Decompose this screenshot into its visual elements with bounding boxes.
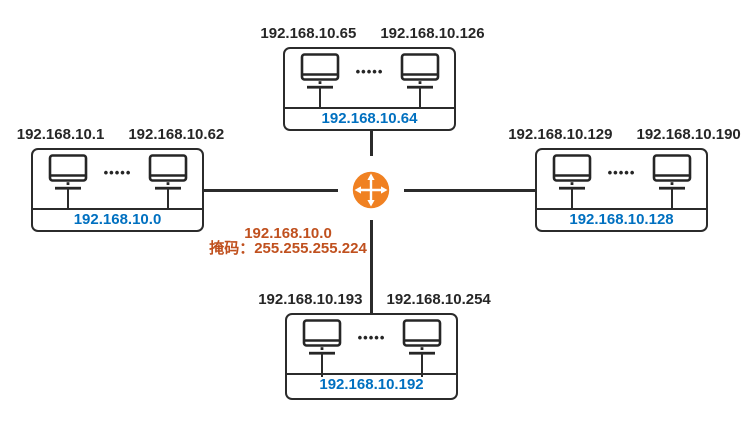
first-host-ip: 192.168.10.193 xyxy=(258,291,363,308)
subnet-box: ••••• 192.168.10.64 xyxy=(283,47,456,131)
desktop-computer-icon xyxy=(302,319,342,357)
hosts-area: ••••• xyxy=(537,150,706,208)
last-host-ip: 192.168.10.254 xyxy=(386,291,491,308)
first-host-ip: 192.168.10.129 xyxy=(508,126,613,143)
network-address-text: 192.168.10.0 xyxy=(244,225,332,242)
subnet-network-address: 192.168.10.128 xyxy=(569,211,674,228)
more-hosts-ellipsis: ••••• xyxy=(355,64,384,79)
subnet-box: ••••• 192.168.10.192 xyxy=(285,313,458,400)
router-crossed-arrows-icon xyxy=(352,171,390,209)
desktop-computer-icon xyxy=(402,319,442,357)
subnet-left: 192.168.10.1 192.168.10.62 ••••• 192.168… xyxy=(17,127,225,232)
host-cable xyxy=(420,353,423,377)
hosts-area: ••••• xyxy=(33,150,202,208)
first-host-ip: 192.168.10.1 xyxy=(16,126,105,143)
host-cable xyxy=(320,353,323,377)
desktop-computer-icon xyxy=(48,154,88,192)
desktop-computer-icon xyxy=(400,53,440,91)
link-router-to-right-subnet xyxy=(404,189,536,192)
desktop-computer-icon xyxy=(552,154,592,192)
host-cable xyxy=(570,188,573,209)
link-router-to-top-subnet xyxy=(370,129,373,156)
first-host-ip: 192.168.10.65 xyxy=(260,25,357,42)
hosts-area: ••••• xyxy=(285,49,454,107)
link-router-to-bottom-subnet xyxy=(370,220,373,313)
subnet-bottom: 192.168.10.193 192.168.10.254 ••••• 192.… xyxy=(258,292,491,400)
host-cable xyxy=(166,188,169,209)
network-mask-annotation: 192.168.10.0 掩码：255.255.255.224 xyxy=(208,226,368,256)
subnet-network-address: 192.168.10.0 xyxy=(73,211,162,228)
desktop-computer-icon xyxy=(148,154,188,192)
subnet-bottom-host-range: 192.168.10.193 192.168.10.254 xyxy=(258,292,491,308)
subnet-right-host-range: 192.168.10.129 192.168.10.190 xyxy=(508,127,741,143)
subnet-network-address: 192.168.10.64 xyxy=(321,110,418,127)
subnet-box: ••••• 192.168.10.0 xyxy=(31,148,204,232)
hosts-area: ••••• xyxy=(287,315,456,373)
subnet-mask-text: 掩码：255.255.255.224 xyxy=(209,240,367,257)
desktop-computer-icon xyxy=(652,154,692,192)
subnet-box: ••••• 192.168.10.128 xyxy=(535,148,708,232)
desktop-computer-icon xyxy=(300,53,340,91)
network-address-strip: 192.168.10.64 xyxy=(285,107,454,128)
subnet-top: 192.168.10.65 192.168.10.126 ••••• 192.1… xyxy=(260,26,485,131)
network-address-strip: 192.168.10.0 xyxy=(33,208,202,229)
host-cable xyxy=(418,87,421,108)
last-host-ip: 192.168.10.190 xyxy=(636,126,741,143)
host-cable xyxy=(318,87,321,108)
subnet-network-address: 192.168.10.192 xyxy=(319,376,424,393)
host-cable xyxy=(66,188,69,209)
host-cable xyxy=(670,188,673,209)
link-router-to-left-subnet xyxy=(204,189,338,192)
subnet-left-host-range: 192.168.10.1 192.168.10.62 xyxy=(17,127,225,143)
network-address-strip: 192.168.10.192 xyxy=(287,373,456,394)
more-hosts-ellipsis: ••••• xyxy=(357,330,386,345)
network-address-strip: 192.168.10.128 xyxy=(537,208,706,229)
last-host-ip: 192.168.10.126 xyxy=(380,25,485,42)
more-hosts-ellipsis: ••••• xyxy=(607,165,636,180)
subnet-top-host-range: 192.168.10.65 192.168.10.126 xyxy=(260,26,484,42)
last-host-ip: 192.168.10.62 xyxy=(128,126,225,143)
more-hosts-ellipsis: ••••• xyxy=(103,165,132,180)
subnet-right: 192.168.10.129 192.168.10.190 ••••• 192.… xyxy=(508,127,741,232)
